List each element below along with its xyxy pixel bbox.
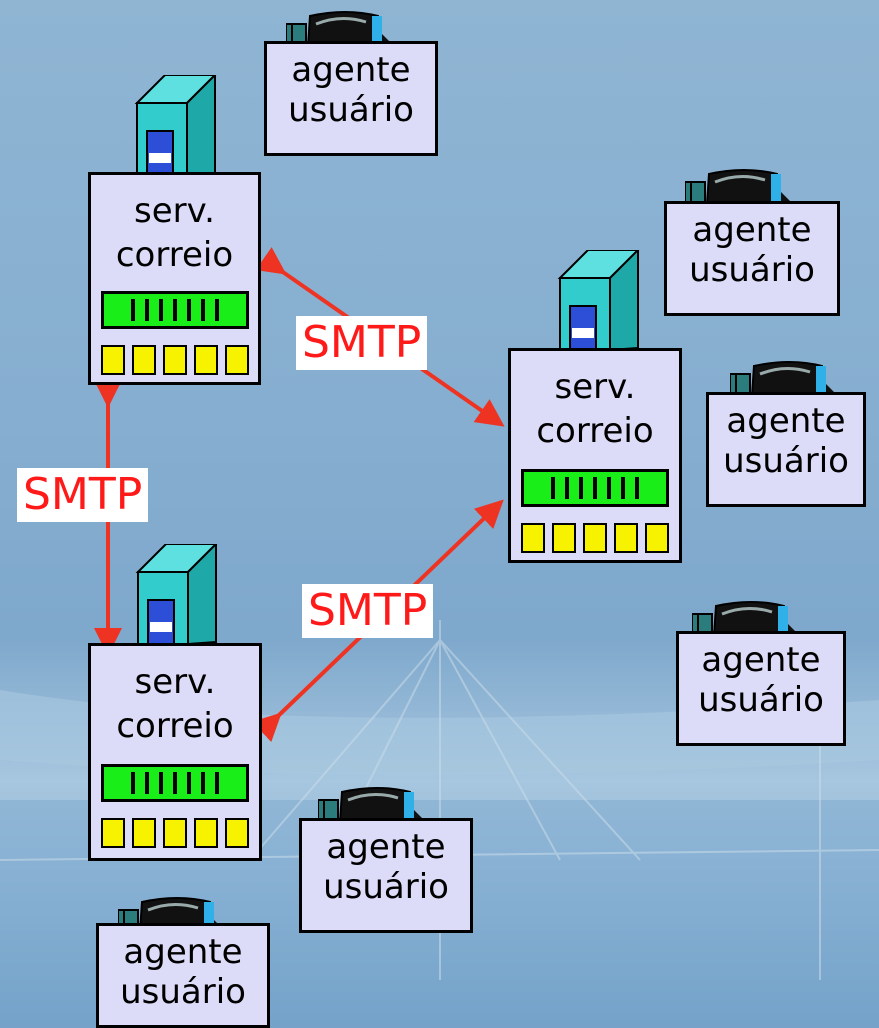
user-agent-box: agente usuário: [664, 201, 840, 316]
drive-slots: [101, 818, 249, 848]
user-agent-box: agente usuário: [676, 631, 846, 746]
smtp-label-top: SMTP: [296, 316, 428, 370]
user-agent-box: agente usuário: [706, 392, 866, 507]
server-tower-icon: [557, 250, 640, 350]
agent-label-line1: agente: [701, 640, 821, 680]
agent-label-line2: usuário: [698, 680, 824, 720]
computer-icon: [730, 361, 838, 396]
drive-slots: [101, 345, 249, 375]
led-panel: [101, 291, 249, 329]
server-tower-icon: [134, 75, 217, 175]
agent-label-line2: usuário: [723, 441, 849, 481]
agent-label-line1: agente: [692, 210, 812, 250]
computer-icon: [286, 11, 394, 46]
smtp-label-left: SMTP: [17, 468, 149, 522]
user-agent-box: agente usuário: [299, 818, 473, 933]
agent-label-line2: usuário: [288, 90, 414, 130]
led-panel: [521, 469, 669, 507]
user-agent-box: agente usuário: [96, 923, 270, 1028]
mail-server-box: serv. correio: [88, 643, 262, 861]
user-agent-box: agente usuário: [264, 41, 438, 156]
server-label-line2: correio: [536, 411, 654, 451]
agent-label-line1: agente: [123, 932, 243, 972]
computer-icon: [318, 787, 426, 822]
drive-slots: [521, 523, 669, 553]
agent-label-line1: agente: [291, 50, 411, 90]
smtp-label-bottom: SMTP: [302, 584, 434, 638]
server-label-line2: correio: [116, 706, 234, 746]
server-label-line1: serv.: [134, 662, 216, 702]
server-label-line2: correio: [115, 235, 234, 275]
agent-label-line2: usuário: [689, 250, 815, 290]
server-tower-icon: [135, 544, 218, 644]
led-panel: [101, 764, 249, 802]
agent-label-line1: agente: [726, 401, 846, 441]
server-label-line1: serv.: [554, 367, 636, 407]
agent-label-line1: agente: [326, 827, 446, 867]
agent-label-line2: usuário: [323, 867, 449, 907]
computer-icon: [685, 169, 793, 204]
agent-label-line2: usuário: [120, 972, 246, 1012]
mail-server-box: serv. correio: [508, 348, 682, 563]
server-label-line1: serv.: [134, 191, 215, 231]
computer-icon: [692, 601, 800, 636]
mail-server-box: serv. correio: [88, 172, 261, 385]
